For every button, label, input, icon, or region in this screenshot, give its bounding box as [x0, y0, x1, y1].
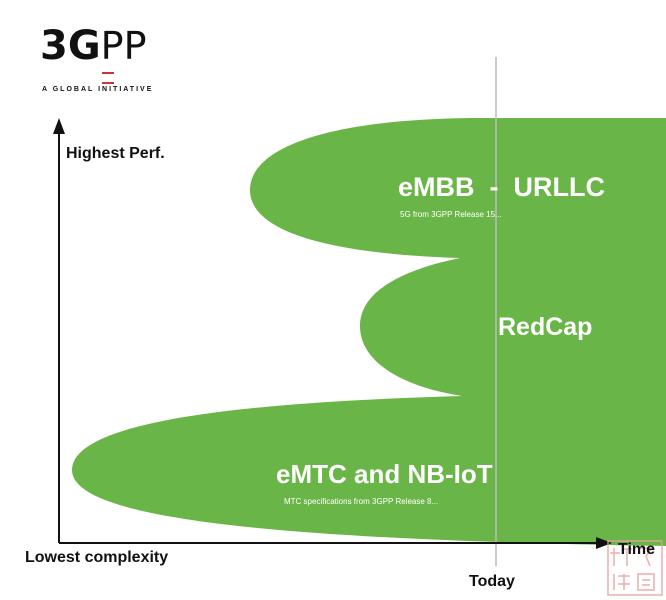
y-axis-arrow-icon — [53, 118, 65, 134]
emtc-nbiot-subtitle: MTC specifications from 3GPP Release 8..… — [284, 497, 439, 506]
capability-area — [72, 118, 666, 546]
embb-urllc-subtitle: 5G from 3GPP Release 15... — [400, 210, 502, 219]
x-axis-origin-label: Lowest complexity — [25, 549, 169, 566]
embb-urllc-title: eMBB - URLLC — [398, 172, 605, 202]
logo-tagline: A GLOBAL INITIATIVE — [42, 86, 154, 93]
logo-signal-icon — [102, 72, 114, 84]
emtc-nbiot-title: eMTC and NB-IoT — [276, 459, 493, 489]
today-label: Today — [469, 573, 515, 590]
y-axis-top-label: Highest Perf. — [66, 145, 165, 162]
redcap-title: RedCap — [498, 313, 593, 341]
watermark-stamp — [607, 540, 663, 596]
x-axis-arrow-icon — [596, 537, 612, 549]
x-axis-end-label: Time — [618, 541, 656, 558]
3gpp-logo: 3GPP — [40, 22, 147, 84]
